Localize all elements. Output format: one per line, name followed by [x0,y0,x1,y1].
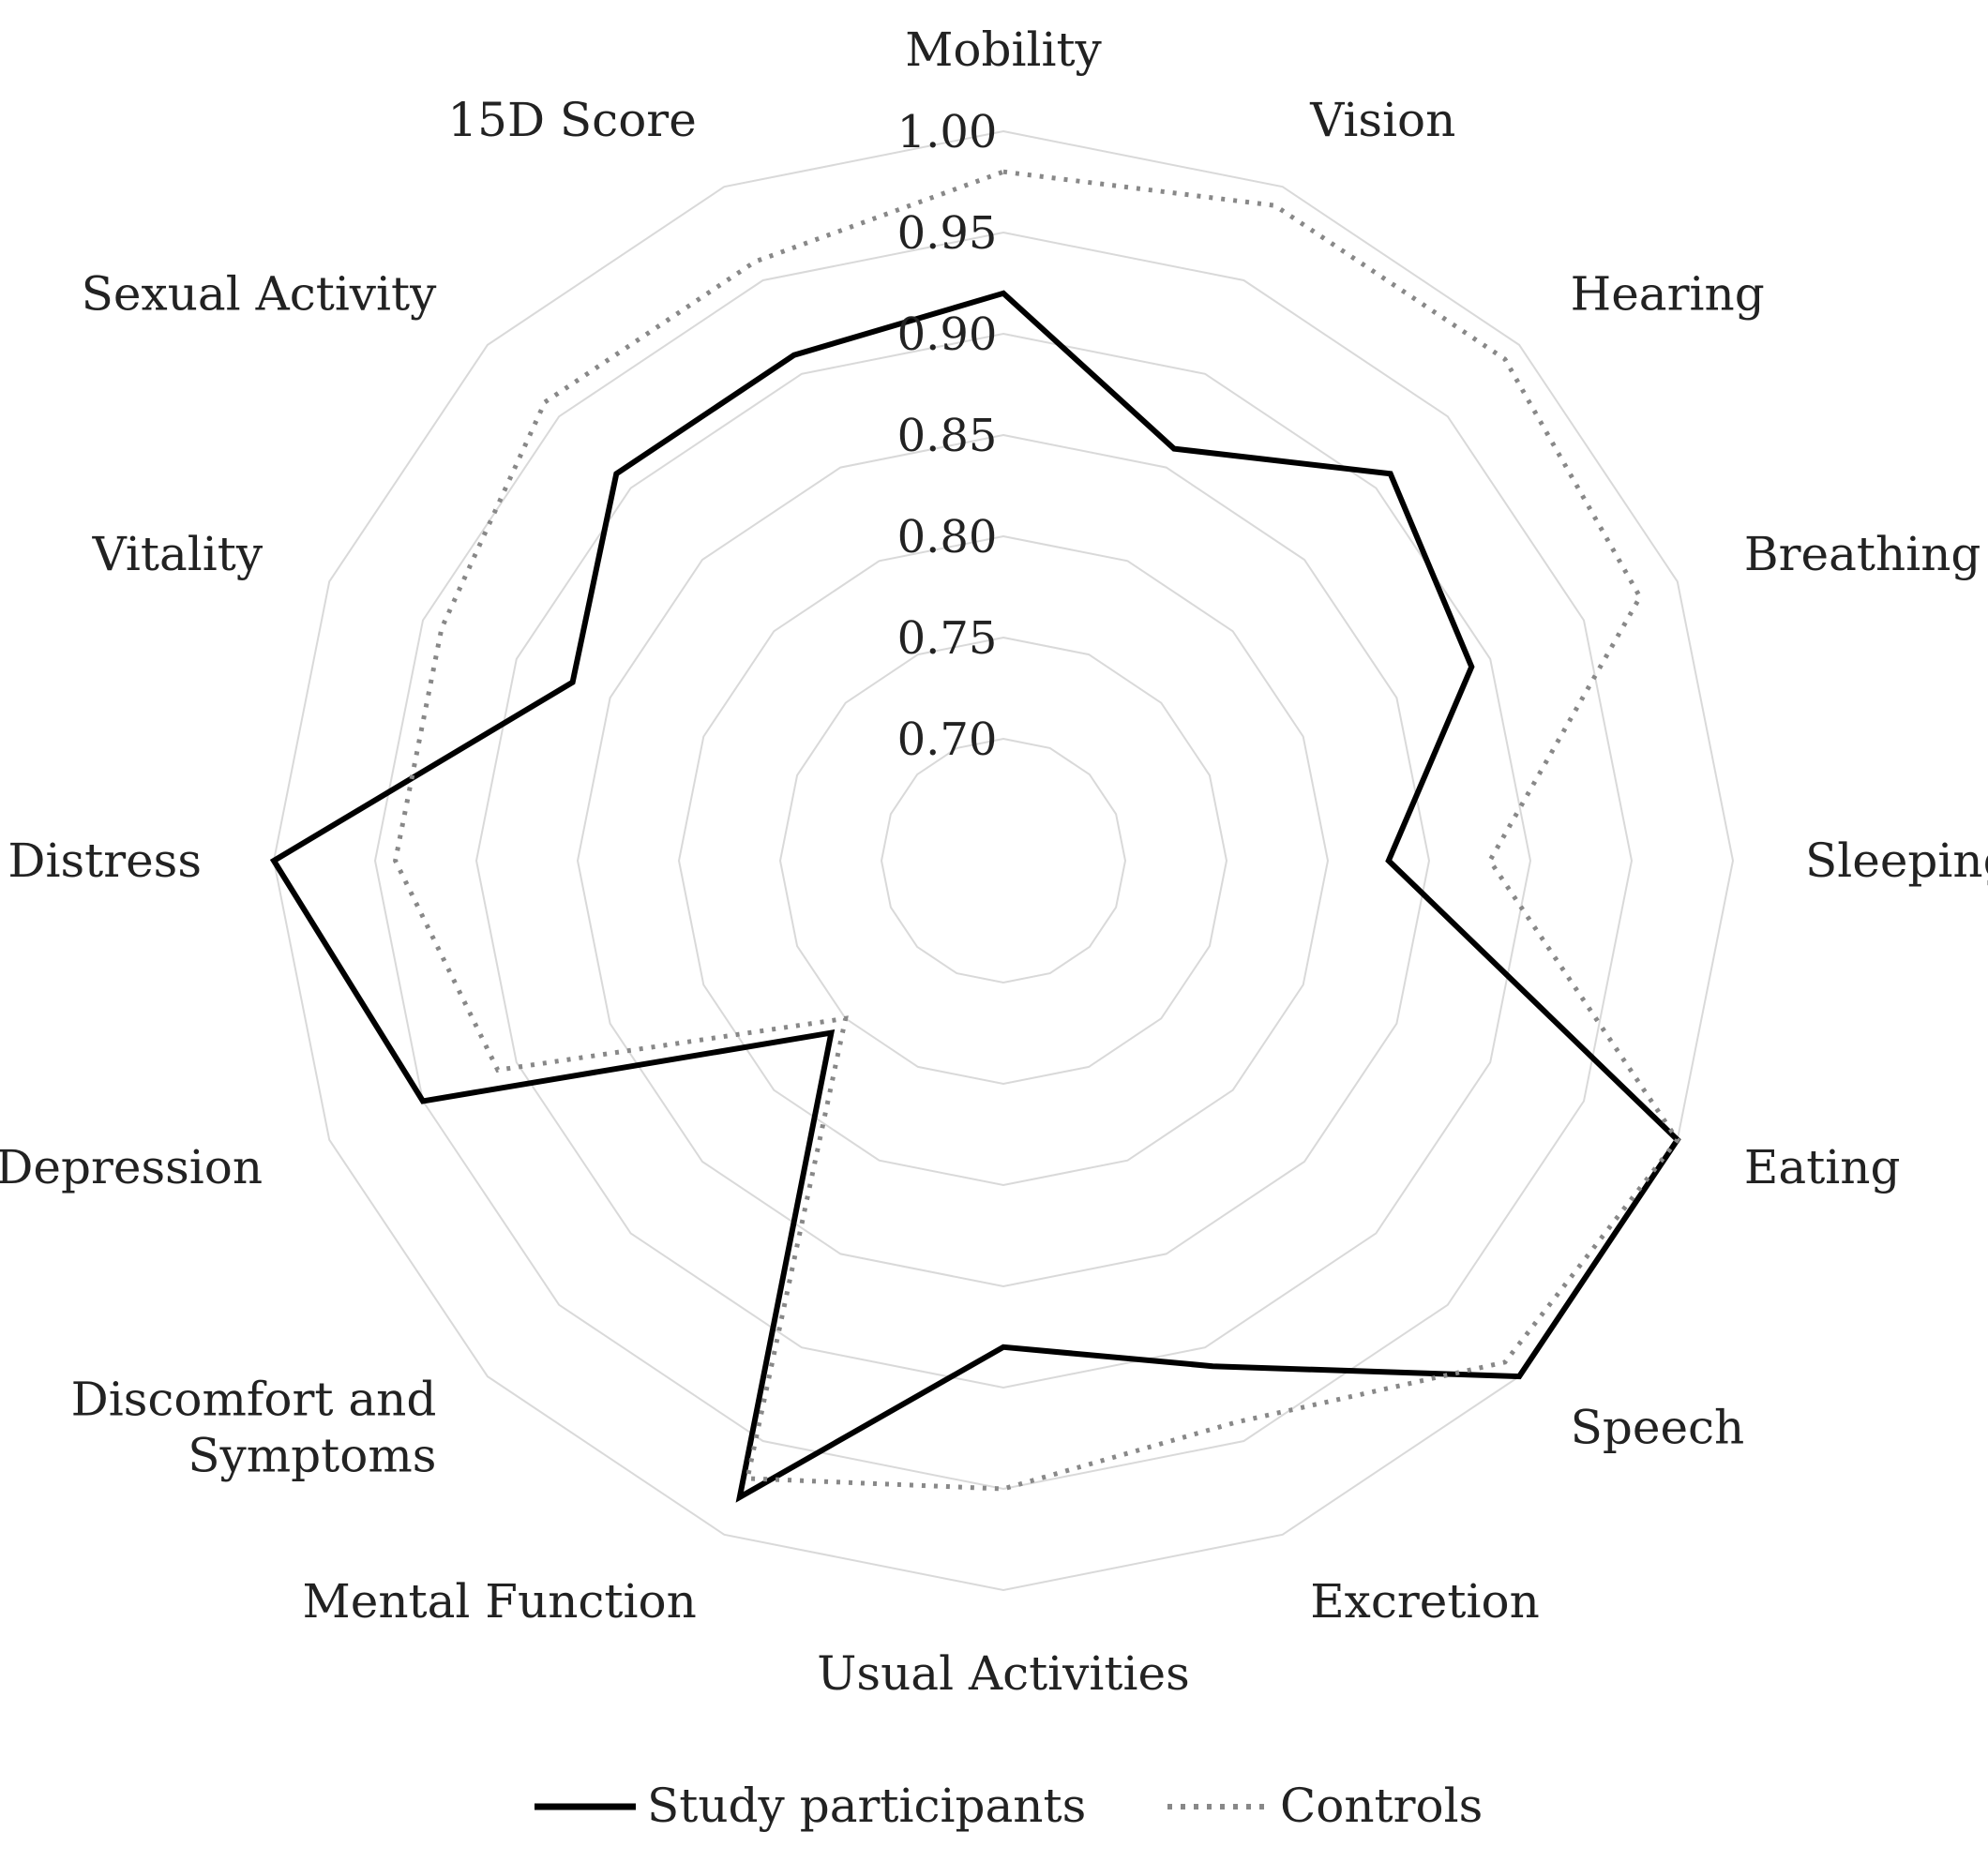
tick-label-0-75: 0.75 [897,612,998,665]
tick-label-1-00: 1.00 [897,106,998,158]
axis-label-distress: Distress [8,833,202,888]
axis-label-15d-score: 15D Score [447,93,696,147]
axis-labels: MobilityVisionHearingBreathingSleepingEa… [0,23,1988,1701]
axis-label-mobility: Mobility [905,23,1102,77]
axis-label-sexual-activity: Sexual Activity [82,266,437,321]
axis-label-mental-function: Mental Function [303,1574,697,1629]
radar-series [269,169,1681,1503]
legend-label-study-participants: Study participants [647,1779,1086,1833]
grid-ring-0-75 [778,636,1228,1086]
grid-ring-0-80 [677,534,1330,1187]
legend-label-controls: Controls [1280,1779,1483,1833]
axis-label-breathing: Breathing [1744,527,1981,581]
tick-label-0-95: 0.95 [897,207,998,260]
axis-label-hearing: Hearing [1571,266,1765,321]
axis-label-excretion: Excretion [1310,1574,1540,1629]
axis-label-eating: Eating [1744,1140,1901,1194]
axis-label-usual-activities: Usual Activities [817,1646,1189,1701]
axis-label-vitality: Vitality [92,527,264,581]
legend: Study participants Controls [535,1779,1483,1833]
grid-ring-0-70 [880,737,1127,984]
axis-label-depression: Depression [0,1140,263,1194]
axis-label-vision: Vision [1309,93,1455,147]
grid-ring-1-00 [272,129,1735,1592]
grid-ring-0-95 [373,231,1634,1491]
axis-label-sleeping: Sleeping [1805,833,1988,888]
grid-ring-0-85 [576,433,1431,1288]
axis-label-speech: Speech [1571,1401,1745,1455]
grid-ring-0-90 [474,332,1532,1389]
tick-label-0-80: 0.80 [897,511,998,563]
radar-grid [272,129,1735,1592]
series-line-controls [392,169,1680,1492]
tick-label-0-85: 0.85 [897,410,998,462]
radial-tick-labels: 0.70 0.75 0.80 0.85 0.90 0.95 1.00 [897,106,998,766]
tick-label-0-70: 0.70 [897,713,998,766]
tick-label-0-90: 0.90 [897,308,998,361]
series-line-study-participants [269,290,1681,1503]
